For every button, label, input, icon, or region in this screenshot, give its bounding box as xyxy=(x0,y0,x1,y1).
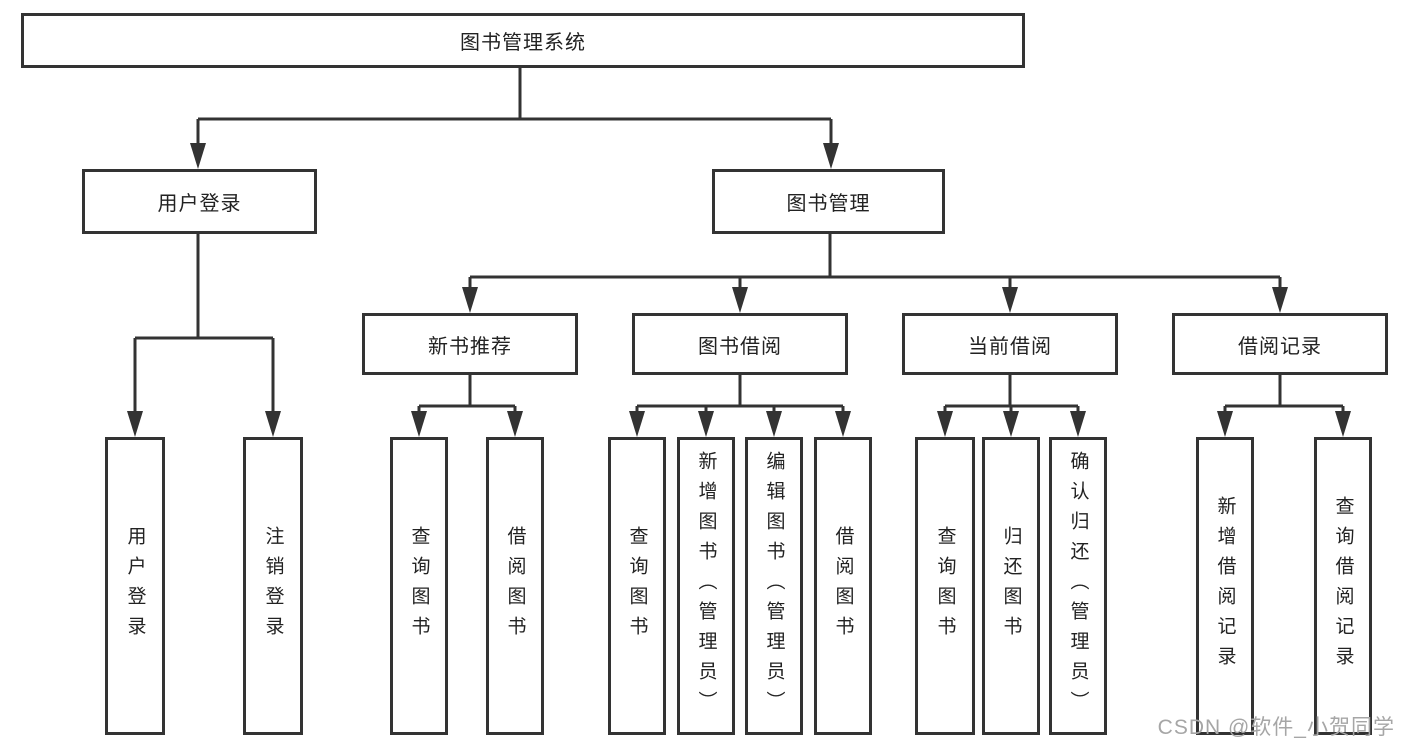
connector-borrow-to-leaves xyxy=(635,375,845,415)
arrow-down-icon xyxy=(766,411,782,437)
leaf-add-book-admin: 新增图书（管理员） xyxy=(677,437,735,735)
arrow-down-icon xyxy=(411,411,427,437)
connector-current-to-leaves xyxy=(943,375,1080,415)
arrow-down-icon xyxy=(629,411,645,437)
node-root: 图书管理系统 xyxy=(21,13,1025,68)
leaf-label: 用户登录 xyxy=(124,526,146,646)
arrow-down-icon xyxy=(127,411,143,437)
leaf-user-login: 用户登录 xyxy=(105,437,165,735)
leaf-label: 查询借阅记录 xyxy=(1332,496,1354,676)
node-book-borrow: 图书借阅 xyxy=(632,313,848,375)
connector-recommend-to-leaves xyxy=(417,375,517,415)
node-current-borrow: 当前借阅 xyxy=(902,313,1118,375)
node-label: 图书借阅 xyxy=(698,335,782,358)
leaf-label: 借阅图书 xyxy=(832,526,854,646)
leaf-label: 新增图书（管理员） xyxy=(695,451,717,721)
arrow-down-icon xyxy=(462,287,478,313)
arrow-down-icon xyxy=(823,143,839,169)
arrow-down-icon xyxy=(1272,287,1288,313)
node-user-login: 用户登录 xyxy=(82,169,317,234)
connector-records-to-leaves xyxy=(1223,375,1345,415)
node-label: 图书管理 xyxy=(786,193,871,215)
leaf-label: 查询图书 xyxy=(934,526,956,646)
node-new-book-recommend: 新书推荐 xyxy=(362,313,578,375)
node-book-management: 图书管理 xyxy=(712,169,945,234)
leaf-return-book: 归还图书 xyxy=(982,437,1040,735)
leaf-label: 查询图书 xyxy=(626,526,648,646)
leaf-query-books-borrow: 查询图书 xyxy=(608,437,666,735)
arrow-down-icon xyxy=(1003,411,1019,437)
arrow-down-icon xyxy=(1217,411,1233,437)
arrow-down-icon xyxy=(1002,287,1018,313)
leaf-query-books-current: 查询图书 xyxy=(915,437,975,735)
connector-mgmt-to-groups xyxy=(468,234,1282,292)
leaf-label: 借阅图书 xyxy=(504,526,526,646)
node-label: 借阅记录 xyxy=(1238,335,1322,358)
leaf-confirm-return-admin: 确认归还（管理员） xyxy=(1049,437,1107,735)
arrow-down-icon xyxy=(1070,411,1086,437)
leaf-label: 新增借阅记录 xyxy=(1214,496,1236,676)
leaf-label: 注销登录 xyxy=(262,526,284,646)
watermark: CSDN @软件_小贺同学 xyxy=(1157,716,1395,739)
node-borrow-records: 借阅记录 xyxy=(1172,313,1388,375)
leaf-add-borrow-record: 新增借阅记录 xyxy=(1196,437,1254,735)
arrow-down-icon xyxy=(835,411,851,437)
connector-root-to-branches xyxy=(196,68,833,150)
leaf-borrow-books-recommend: 借阅图书 xyxy=(486,437,544,735)
leaf-label: 编辑图书（管理员） xyxy=(763,451,785,721)
leaf-label: 归还图书 xyxy=(1000,526,1022,646)
arrow-down-icon xyxy=(698,411,714,437)
leaf-query-books-recommend: 查询图书 xyxy=(390,437,448,735)
node-label: 新书推荐 xyxy=(428,335,512,358)
leaf-label: 确认归还（管理员） xyxy=(1067,451,1089,721)
leaf-logout: 注销登录 xyxy=(243,437,303,735)
leaf-edit-book-admin: 编辑图书（管理员） xyxy=(745,437,803,735)
arrow-down-icon xyxy=(937,411,953,437)
connector-login-to-leaves xyxy=(133,234,275,415)
arrow-down-icon xyxy=(1335,411,1351,437)
node-label: 用户登录 xyxy=(157,193,242,215)
leaf-label: 查询图书 xyxy=(408,526,430,646)
arrow-down-icon xyxy=(507,411,523,437)
node-label: 图书管理系统 xyxy=(460,32,586,54)
arrow-down-icon xyxy=(265,411,281,437)
arrow-down-icon xyxy=(190,143,206,169)
leaf-borrow-books-borrow: 借阅图书 xyxy=(814,437,872,735)
arrow-down-icon xyxy=(732,287,748,313)
node-label: 当前借阅 xyxy=(968,335,1052,358)
leaf-query-borrow-record: 查询借阅记录 xyxy=(1314,437,1372,735)
